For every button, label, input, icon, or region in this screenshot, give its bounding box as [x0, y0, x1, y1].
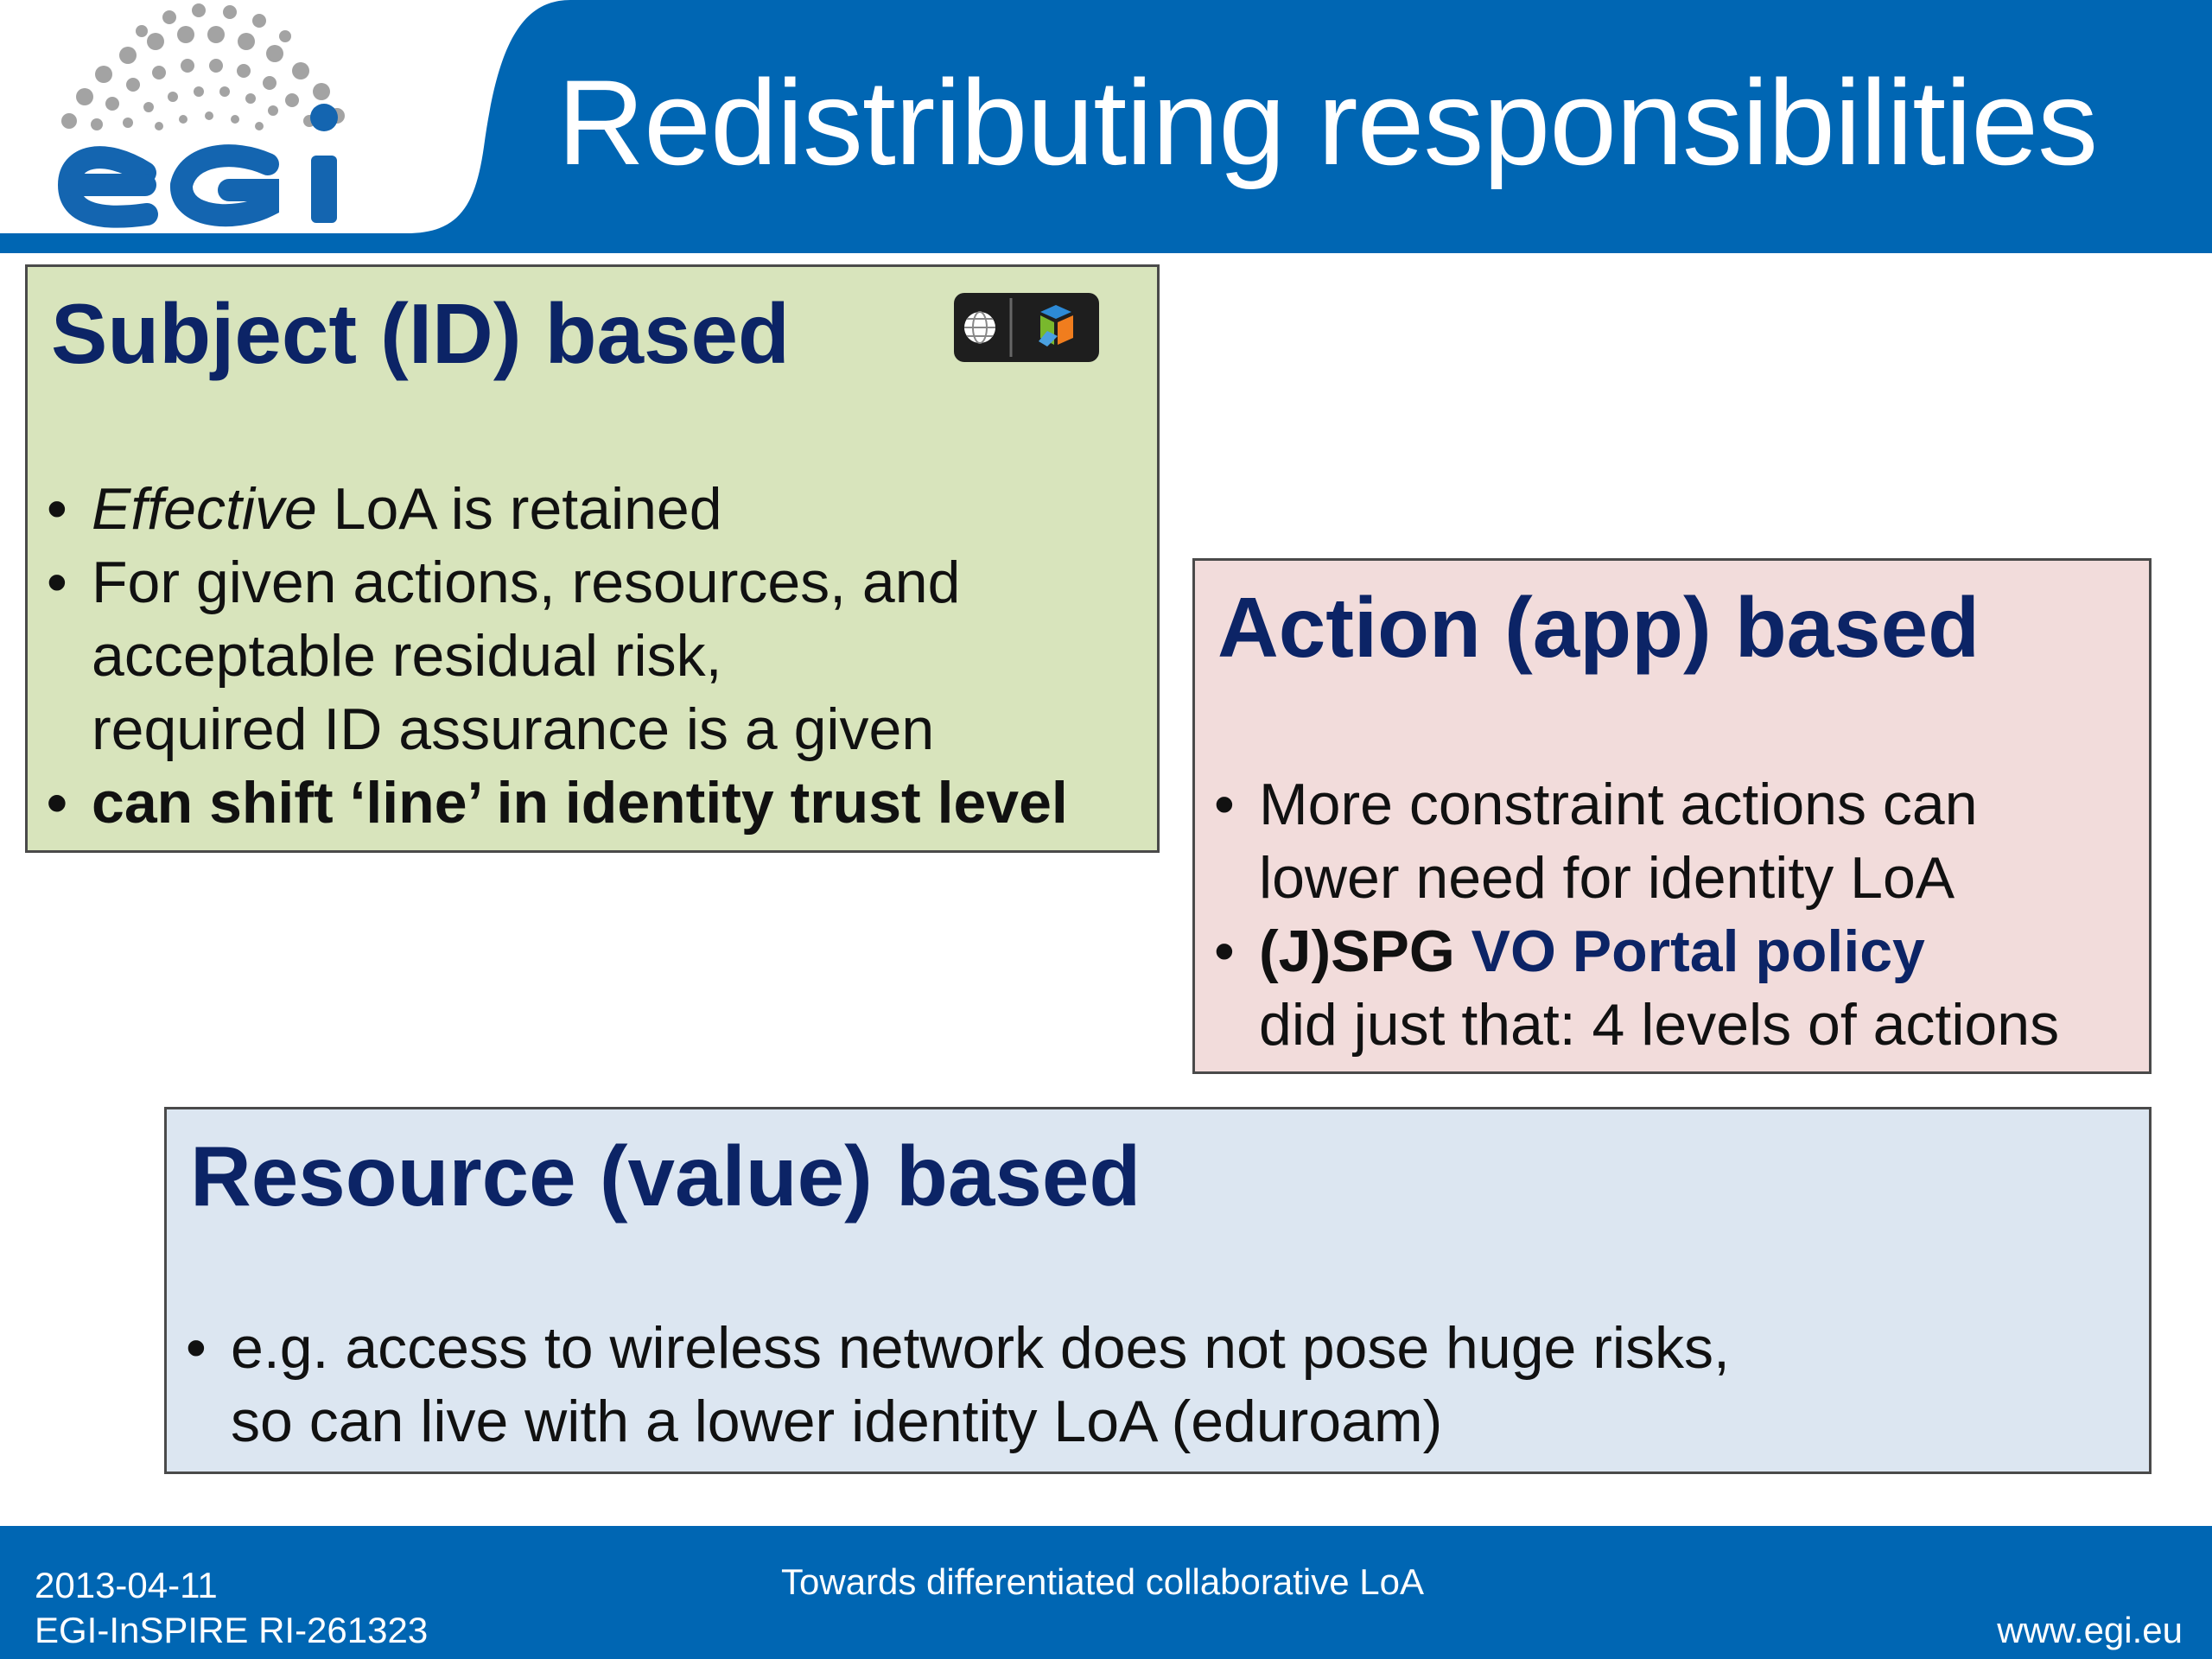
- logo-i-stem: [311, 156, 337, 223]
- action-heading: Action (app) based: [1217, 580, 1980, 675]
- resource-heading: Resource (value) based: [190, 1128, 1141, 1224]
- list-item: Effective LoA is retained: [47, 473, 1068, 546]
- vo-portal-policy-link[interactable]: VO Portal policy: [1471, 918, 1925, 984]
- badge-icons: [964, 298, 1073, 357]
- subject-based-box: Subject (ID) based Effective LoA is reta…: [25, 264, 1160, 853]
- logo-dots: [61, 3, 345, 130]
- cube-icon: [1039, 305, 1073, 346]
- footer-date: 2013-04-11: [35, 1565, 218, 1605]
- action-based-box: Action (app) based More constraint actio…: [1192, 558, 2152, 1074]
- page-title: Redistributing responsibilities: [557, 54, 2098, 190]
- list-item: For given actions, resources, andaccepta…: [47, 546, 1068, 766]
- resource-bullets: e.g. access to wireless network does not…: [186, 1312, 1730, 1459]
- slide-header: Redistributing responsibilities: [0, 0, 2212, 253]
- logo-letters: [57, 144, 279, 228]
- resource-based-box: Resource (value) based e.g. access to wi…: [164, 1107, 2152, 1474]
- subject-heading: Subject (ID) based: [51, 286, 790, 381]
- subject-bullets: Effective LoA is retained For given acti…: [47, 473, 1068, 840]
- egi-logo: [57, 3, 345, 228]
- globe-icon: [964, 311, 995, 344]
- logo-badge: [954, 293, 1099, 362]
- footer-url[interactable]: www.egi.eu: [1997, 1610, 2183, 1650]
- slide-footer: 2013-04-11 EGI-InSPIRE RI-261323 Towards…: [0, 1526, 2212, 1659]
- list-item: can shift ‘line’ in identity trust level: [47, 766, 1068, 840]
- footer-project: EGI-InSPIRE RI-261323: [35, 1610, 429, 1650]
- logo-i-dot: [310, 104, 338, 131]
- list-item: e.g. access to wireless network does not…: [186, 1312, 1730, 1459]
- footer-title: Towards differentiated collaborative LoA: [781, 1561, 1425, 1602]
